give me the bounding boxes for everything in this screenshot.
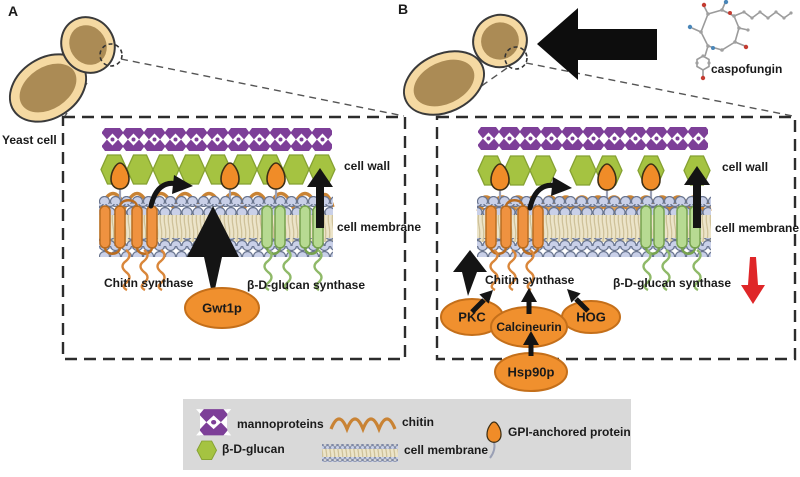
calcineurin-node-label: Calcineurin — [496, 320, 562, 334]
panel-a-box — [61, 115, 407, 361]
cell-wall-label-b: cell wall — [722, 160, 769, 174]
yeast-cell-a — [8, 16, 123, 123]
red-down-arrow-icon — [741, 257, 765, 304]
beta-glucan-row-a — [100, 154, 336, 185]
up-arrow-icon-a — [307, 168, 333, 228]
cell-membrane-icon — [322, 444, 398, 462]
curved-arrow-icon-a — [148, 175, 193, 209]
glucan-synthase-proteins-b — [640, 205, 702, 292]
mannoprotein-icon — [196, 409, 232, 436]
cell-membrane-b — [477, 196, 711, 257]
gwt1p-node-label: Gwt1p — [202, 300, 242, 316]
pkc-up-arrow-icon — [453, 250, 487, 296]
caspofungin-label: caspofungin — [711, 62, 783, 76]
pkc-node-label: PKC — [458, 309, 486, 325]
up-arrow-icon-b — [684, 166, 710, 228]
legend-beta-glucan-label: β-D-glucan — [222, 442, 285, 456]
chitin-synthase-label-b: Chitin synthase — [485, 273, 575, 287]
cell-membrane-label-a: cell membrane — [337, 220, 422, 234]
gpi-protein-icon — [486, 421, 502, 459]
mannoprotein-row-b — [478, 126, 708, 151]
node-arrows — [470, 288, 590, 356]
legend-box — [183, 399, 631, 470]
chitin-icon — [329, 417, 397, 434]
panel-b-letter: B — [398, 1, 409, 17]
yeast-cell-label: Yeast cell — [2, 133, 57, 147]
chitin-synthase-label-a: Chitin synthase — [104, 276, 194, 290]
legend-icons — [196, 409, 502, 462]
caspofungin-molecule — [687, 0, 793, 81]
cell-wall-label-a: cell wall — [344, 159, 391, 173]
beta-glucan-icon — [196, 440, 217, 461]
chitin-synthase-proteins-a — [99, 199, 166, 292]
chitin-synthase-proteins-b — [485, 199, 544, 292]
hsp90p-node-label: Hsp90p — [507, 364, 555, 380]
signaling-nodes — [440, 298, 621, 392]
glucan-synthase-label-a: β-D-glucan synthase — [247, 278, 366, 292]
curved-arrow-icon-b — [527, 177, 572, 211]
panel-b-inset — [440, 126, 765, 392]
magnifier-circle-a — [99, 43, 123, 67]
panel-b-box — [435, 115, 797, 361]
glucan-synthase-label-b: β-D-glucan synthase — [613, 276, 732, 290]
legend-gpi-label: GPI-anchored protein — [508, 425, 631, 439]
panel-a-letter: A — [8, 3, 19, 19]
magnifier-circle-b — [504, 46, 528, 70]
gwt1p-arrow-icon — [187, 206, 239, 289]
legend-mannoproteins-label: mannoproteins — [237, 417, 324, 431]
cell-membrane-label-b: cell membrane — [715, 221, 800, 235]
hog-node-label: HOG — [576, 309, 606, 325]
gwt1p-node — [184, 287, 260, 329]
beta-glucan-row-b — [477, 155, 711, 186]
glucan-synthase-proteins-a — [261, 205, 324, 292]
mannoprotein-row-a — [102, 127, 332, 152]
legend-cell-membrane-label: cell membrane — [404, 443, 489, 457]
caspofungin-arrow-icon — [537, 8, 657, 80]
legend-chitin-label: chitin — [402, 415, 434, 429]
yeast-cell-b — [403, 13, 528, 116]
panel-a-inset — [99, 127, 336, 329]
